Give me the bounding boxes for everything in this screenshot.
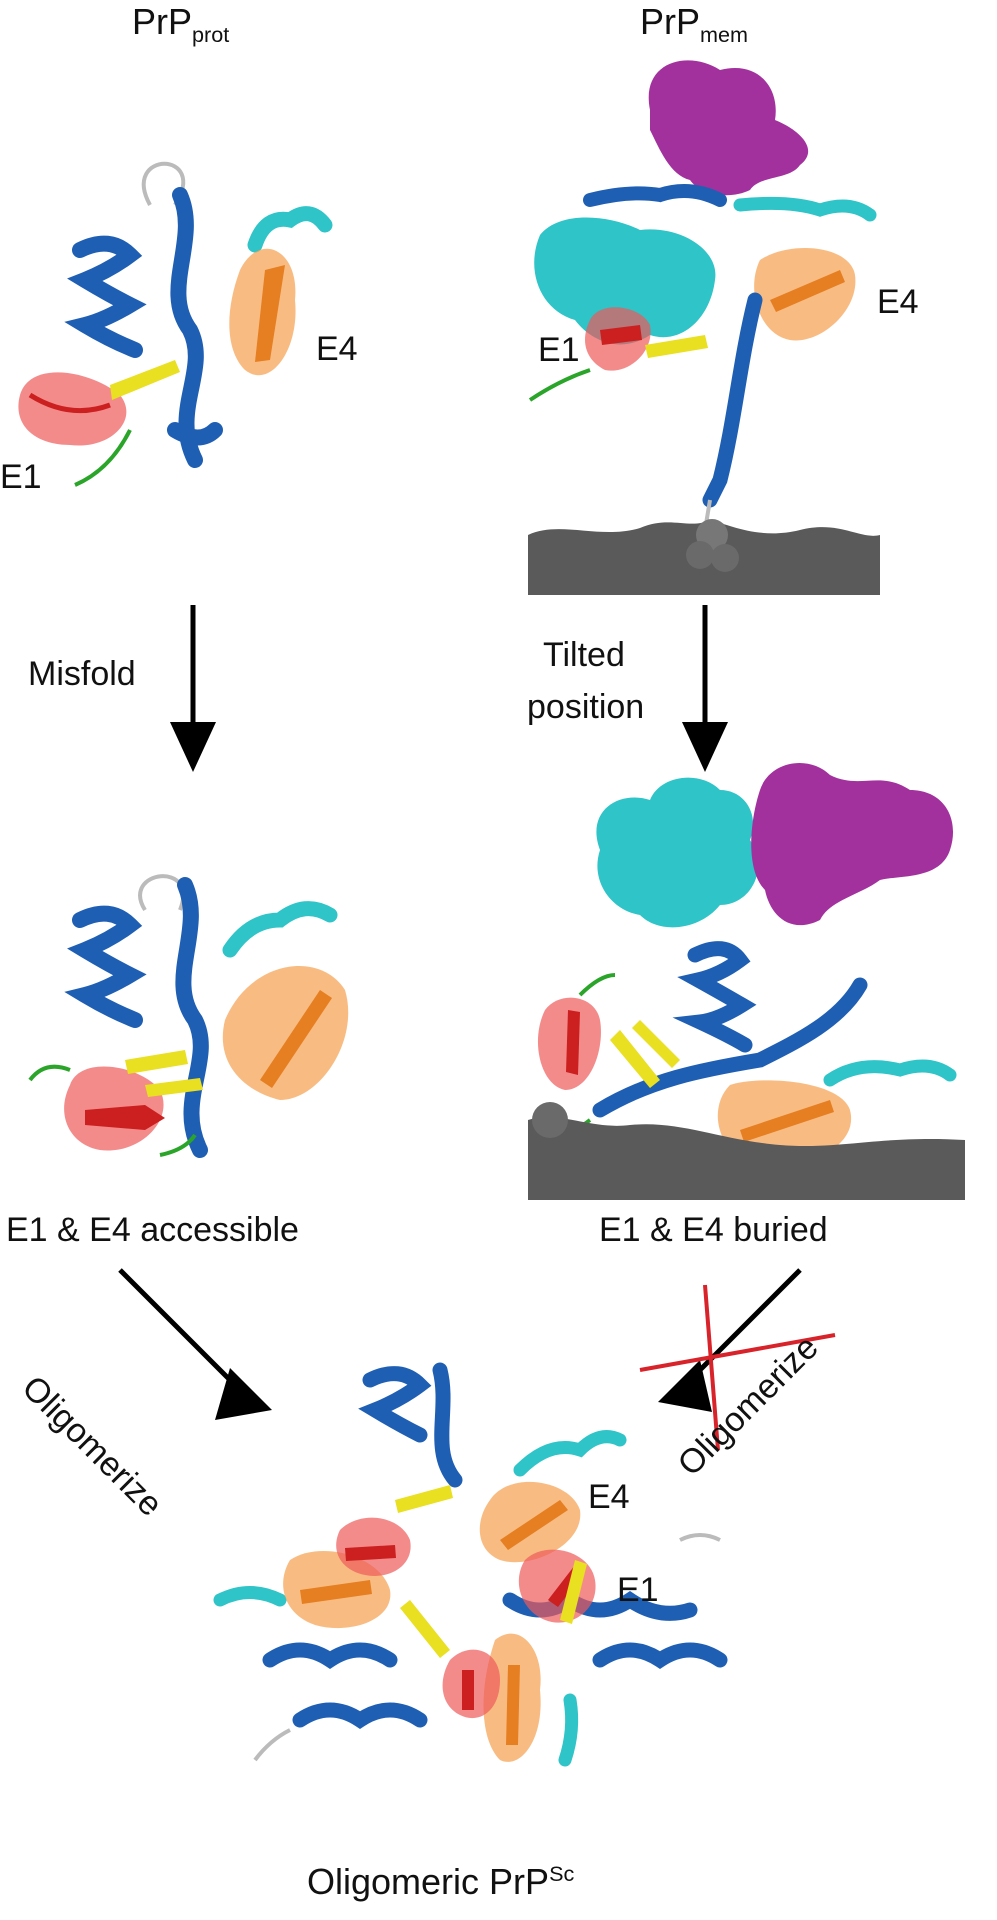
prp-mem-title-main: PrP bbox=[640, 1, 701, 42]
mem-e4-label: E4 bbox=[877, 283, 919, 321]
accessible-label: E1 & E4 accessible bbox=[6, 1211, 299, 1249]
prp-prot-title: PrPprot bbox=[132, 1, 229, 46]
blocked-cross bbox=[639, 1284, 836, 1451]
arrow-oligomerize-left bbox=[118, 1268, 272, 1420]
oligomeric-title: Oligomeric PrPSc bbox=[307, 1861, 575, 1902]
prp-mem-title-sub: mem bbox=[700, 22, 749, 48]
misfold-label: Misfold bbox=[28, 655, 136, 693]
tilted-structure bbox=[528, 763, 965, 1200]
prp-mem-structure bbox=[528, 60, 880, 595]
oligomer-structure bbox=[213, 1362, 728, 1767]
prp-mem-title: PrPmem bbox=[640, 1, 748, 46]
misfolded-structure bbox=[28, 874, 349, 1158]
prp-prot-title-main: PrP bbox=[132, 1, 193, 42]
oligomeric-title-main: Oligomeric PrP bbox=[307, 1861, 550, 1902]
tilted-label-line2: position bbox=[527, 688, 645, 726]
arrow-tilted-position bbox=[682, 605, 728, 772]
oligomeric-title-sup: Sc bbox=[549, 1861, 575, 1886]
prot-e4-label: E4 bbox=[316, 330, 358, 368]
oligomer-e4-label: E4 bbox=[588, 1478, 630, 1516]
oligomer-e1-label: E1 bbox=[617, 1571, 659, 1609]
prot-e1-label: E1 bbox=[0, 458, 42, 496]
prp-prot-title-sub: prot bbox=[192, 22, 230, 48]
buried-label: E1 & E4 buried bbox=[599, 1211, 828, 1249]
tilted-label-line1: Tilted bbox=[543, 636, 625, 674]
arrow-oligomerize-right bbox=[658, 1268, 802, 1412]
arrow-misfold bbox=[170, 605, 216, 772]
prp-prot-structure bbox=[18, 161, 333, 487]
mem-e1-label: E1 bbox=[538, 331, 580, 369]
